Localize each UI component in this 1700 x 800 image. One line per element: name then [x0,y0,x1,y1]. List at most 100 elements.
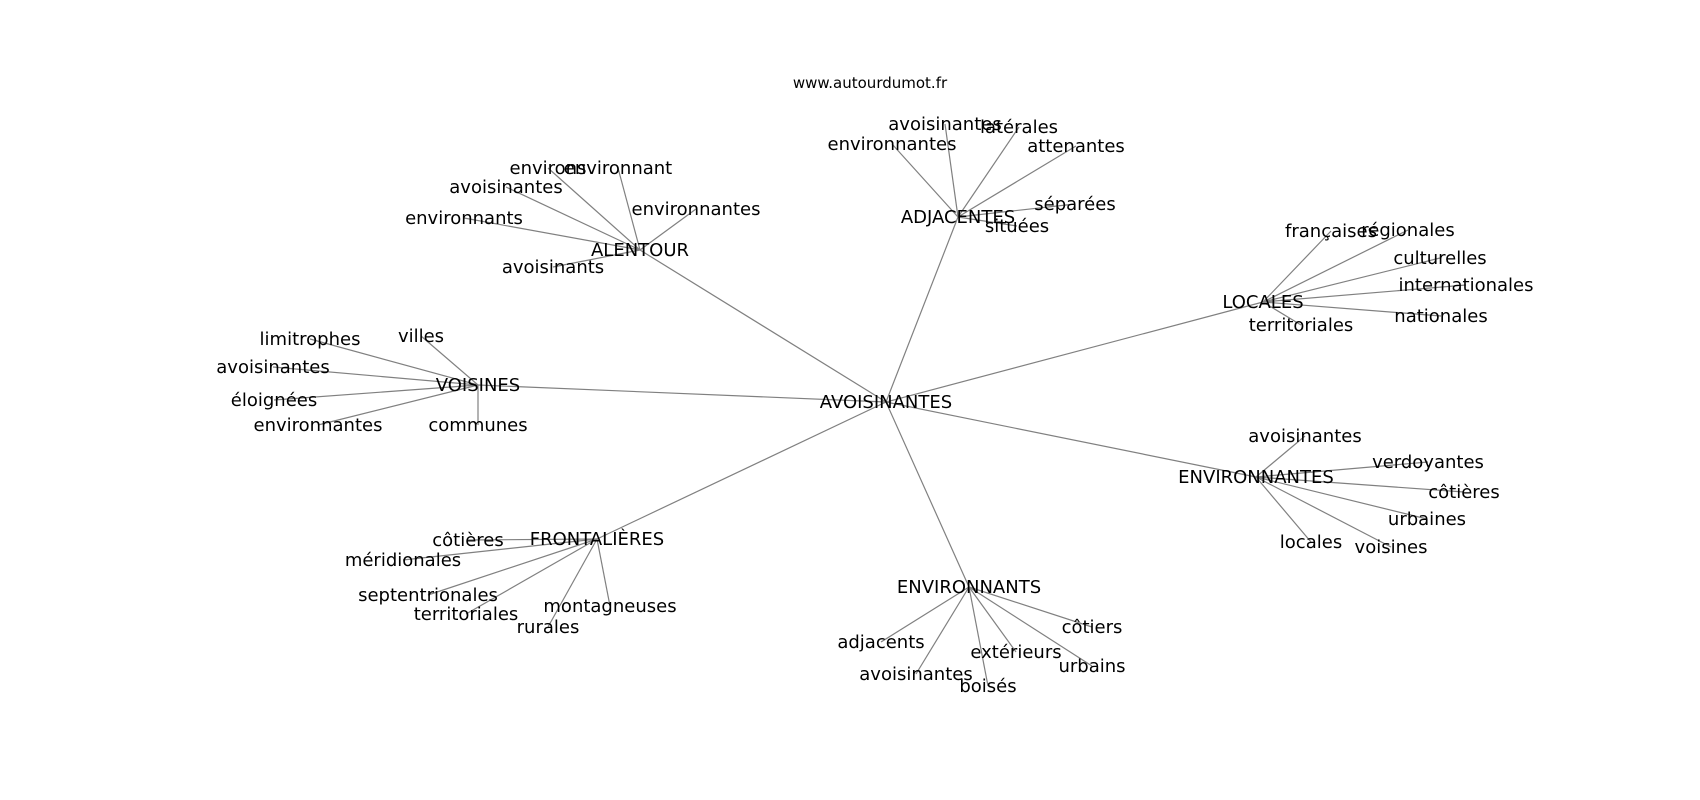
edge-frontalières-leaf [467,538,598,541]
edge-environnantes-leaf [1255,476,1392,548]
leaf-node: situées [985,216,1049,237]
edge-adjacentes-leaf [891,143,959,218]
edge-frontalières-leaf [465,538,598,615]
edge-adjacentes-leaf [957,145,1077,218]
leaf-node: régionales [1361,220,1454,241]
hub-node: ENVIRONNANTS [897,577,1041,598]
edge-environnantes-leaf [1255,435,1306,478]
edge-locales-leaf [1262,230,1332,303]
edge-voisines-leaf [272,366,479,386]
edge-voisines-leaf [273,384,479,401]
leaf-node: montagneuses [543,596,676,617]
leaf-node: urbains [1058,656,1125,677]
leaf-node: adjacents [837,632,924,653]
edge-environnantes-leaf [1255,476,1428,520]
edges [272,123,1467,687]
edge-center-voisines [477,384,887,403]
edge-adjacentes-leaf [957,216,1018,227]
leaf-node: territoriales [1249,315,1354,336]
edge-environnants-leaf [915,586,970,675]
edge-environnants-leaf [968,586,1017,653]
leaf-node: environnant [564,158,672,179]
leaf-node: nationales [1394,306,1487,327]
leaf-node: villes [398,326,444,347]
edge-center-alentour [639,249,887,403]
leaf-node: côtiers [1062,617,1123,638]
hub-node: FRONTALIÈRES [530,528,664,550]
edge-center-locales [885,301,1264,403]
edge-adjacentes-leaf [944,123,959,218]
leaf-node: françaises [1285,221,1377,242]
edge-environnantes-leaf [1255,476,1465,493]
leaf-node: environnantes [828,134,957,155]
hub-node: LOCALES [1222,292,1303,313]
leaf-node: côtières [432,530,504,551]
edge-alentour-leaf [639,208,697,251]
hub-node: VOISINES [436,375,520,396]
center-node: AVOISINANTES [820,392,952,413]
labels: environsenvironnantavoisinantesenvironna… [216,114,1533,697]
leaf-node: environs [510,158,587,179]
leaf-node: éloignées [231,390,317,411]
leaf-node: environnantes [632,199,761,220]
leaf-node: verdoyantes [1372,452,1484,473]
leaf-node: septentrionales [358,585,498,606]
edge-environnants-leaf [968,586,989,687]
leaf-node: avoisinants [502,257,604,278]
leaf-node: boisés [959,676,1016,697]
edge-frontalières-leaf [402,538,598,561]
leaf-node: avoisinantes [888,114,1001,135]
edge-environnants-leaf [880,586,970,643]
leaf-node: avoisinantes [1248,426,1361,447]
edge-alentour-leaf [552,249,641,268]
edge-environnants-leaf [968,586,1093,667]
edge-alentour-leaf [547,167,641,251]
leaf-node: attenantes [1027,136,1125,157]
edge-center-environnantes [885,401,1257,478]
edge-center-adjacentes [885,216,959,403]
leaf-node: méridionales [345,550,461,571]
leaf-node: communes [428,415,527,436]
edge-locales-leaf [1262,284,1467,303]
edge-alentour-leaf [617,167,641,251]
hub-node: ADJACENTES [901,207,1015,228]
edge-locales-leaf [1262,301,1302,326]
leaf-node: latérales [980,117,1058,138]
leaf-node: avoisinantes [216,357,329,378]
edge-voisines-leaf [317,384,479,426]
leaf-node: rurales [517,617,580,638]
leaf-node: séparées [1034,194,1115,215]
edge-environnantes-leaf [1255,461,1429,478]
edge-locales-leaf [1262,257,1441,303]
hub-node: ENVIRONNANTES [1178,467,1334,488]
edge-center-environnants [885,401,970,588]
source-url: www.autourdumot.fr [793,74,948,92]
edge-locales-leaf [1262,301,1442,317]
leaf-node: internationales [1398,275,1533,296]
edge-alentour-leaf [463,217,641,251]
leaf-node: avoisinantes [449,177,562,198]
edge-frontalières-leaf [427,538,598,596]
hub-node: ALENTOUR [591,240,689,261]
leaf-node: extérieurs [970,642,1061,663]
edge-frontalières-leaf [596,538,611,607]
leaf-node: côtières [1428,482,1500,503]
edge-frontalières-leaf [547,538,598,628]
leaf-node: avoisinantes [859,664,972,685]
edge-adjacentes-leaf [957,126,1020,218]
edge-adjacentes-leaf [957,203,1076,218]
leaf-node: urbaines [1388,509,1466,530]
edge-environnantes-leaf [1255,476,1312,543]
leaf-node: limitrophes [260,329,361,350]
leaf-node: environnantes [254,415,383,436]
leaf-node: voisines [1355,537,1428,558]
leaf-node: culturelles [1393,248,1486,269]
leaf-node: environnants [405,208,523,229]
edge-environnants-leaf [968,586,1093,628]
edge-center-frontalières [596,401,887,540]
edge-voisines-leaf [309,338,479,386]
edge-voisines-leaf [420,335,479,386]
leaf-node: locales [1280,532,1342,553]
edge-alentour-leaf [505,186,641,251]
